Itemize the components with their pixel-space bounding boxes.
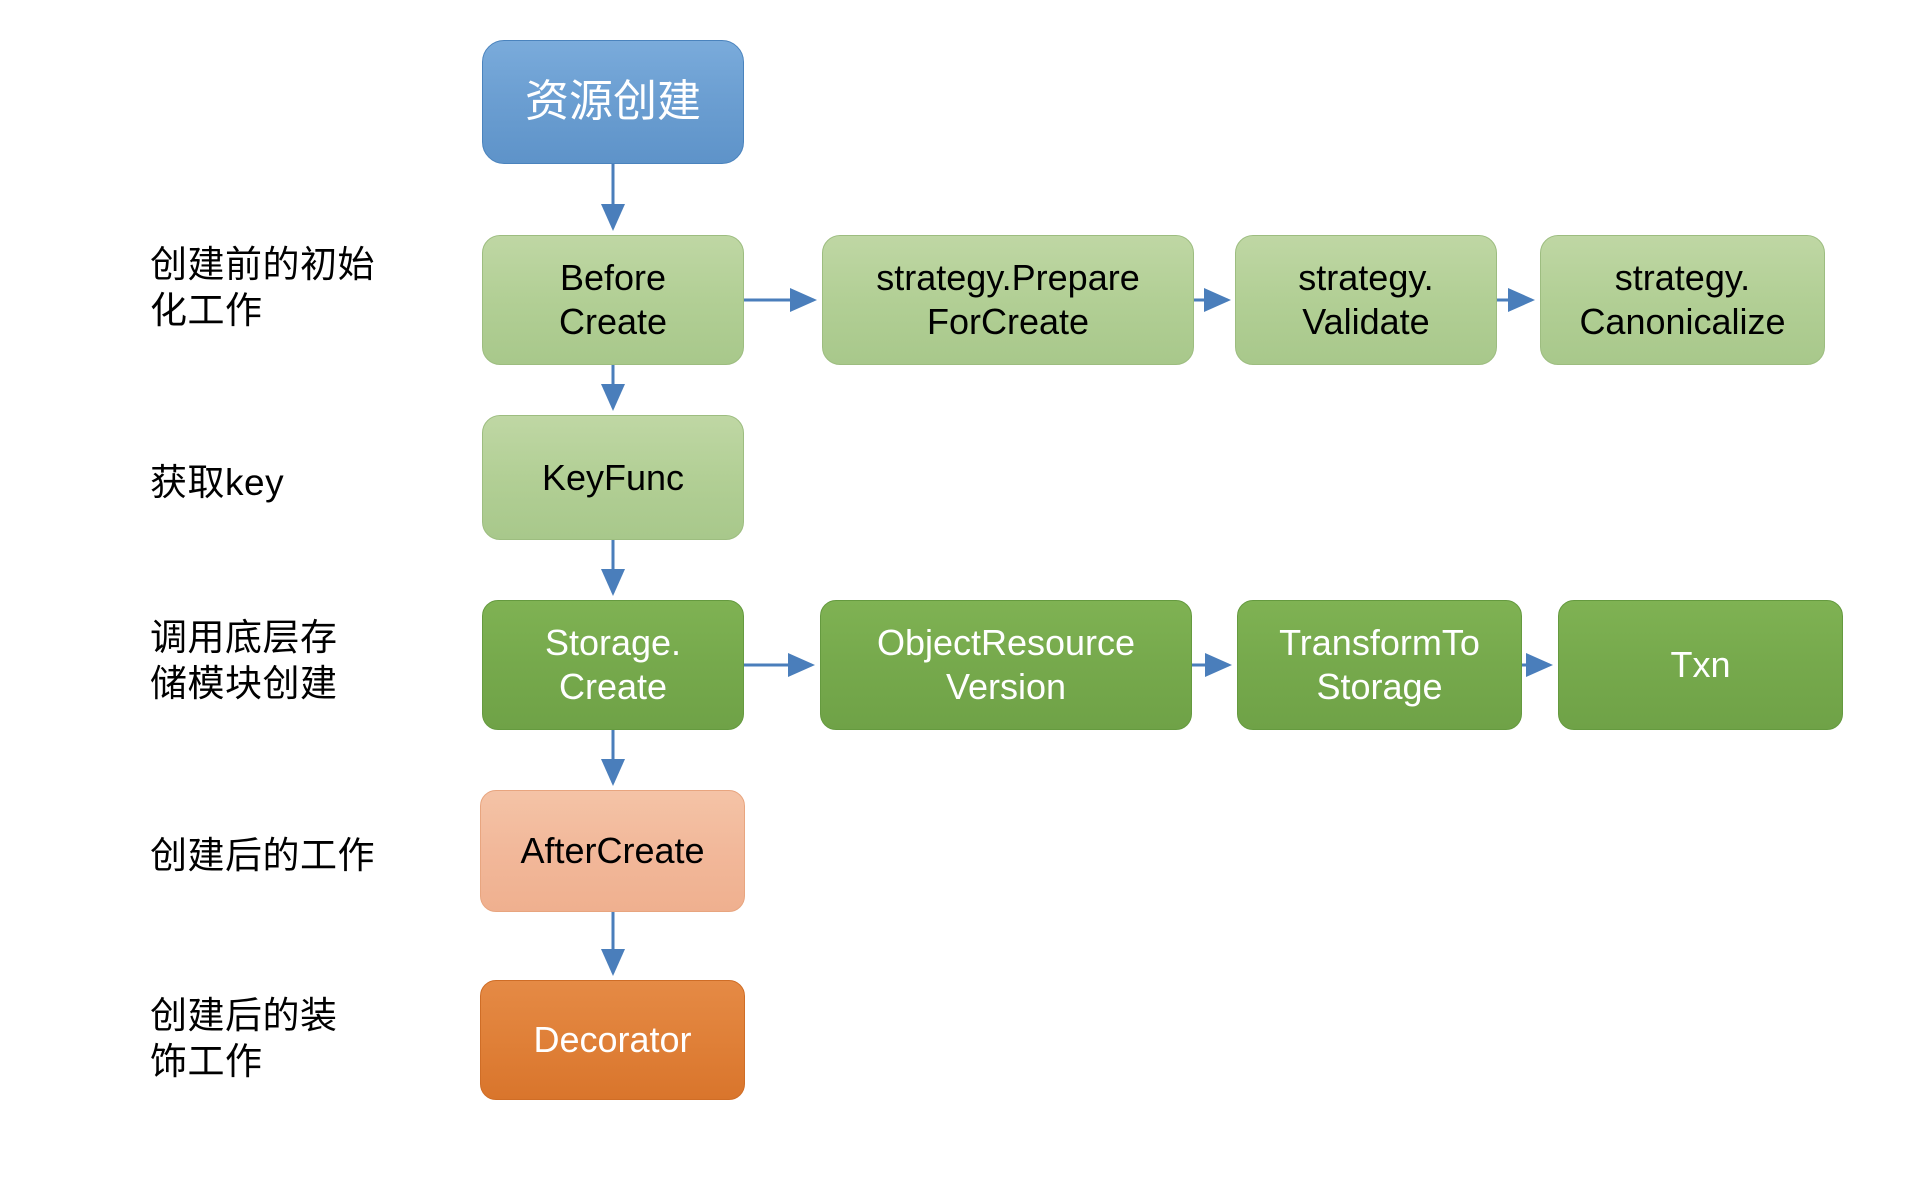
node-transform-to-storage[interactable]: TransformTo Storage <box>1237 600 1522 730</box>
node-txn[interactable]: Txn <box>1558 600 1843 730</box>
stage-label-decorator: 创建后的装 饰工作 <box>150 995 338 1082</box>
node-strategy-prepare-for-create[interactable]: strategy.Prepare ForCreate <box>822 235 1194 365</box>
node-storage-create[interactable]: Storage. Create <box>482 600 744 730</box>
node-decorator[interactable]: Decorator <box>480 980 745 1100</box>
node-before-create[interactable]: Before Create <box>482 235 744 365</box>
stage-label-after-create: 创建后的工作 <box>150 835 375 876</box>
node-resource-create[interactable]: 资源创建 <box>482 40 744 164</box>
node-strategy-canonicalize[interactable]: strategy. Canonicalize <box>1540 235 1825 365</box>
node-object-resource-version[interactable]: ObjectResource Version <box>820 600 1192 730</box>
node-strategy-validate[interactable]: strategy. Validate <box>1235 235 1497 365</box>
stage-label-before-create: 创建前的初始 化工作 <box>150 244 375 331</box>
stage-label-storage-create: 调用底层存 储模块创建 <box>150 617 338 704</box>
node-key-func[interactable]: KeyFunc <box>482 415 744 540</box>
node-after-create[interactable]: AfterCreate <box>480 790 745 912</box>
stage-label-key-func: 获取key <box>150 462 285 503</box>
